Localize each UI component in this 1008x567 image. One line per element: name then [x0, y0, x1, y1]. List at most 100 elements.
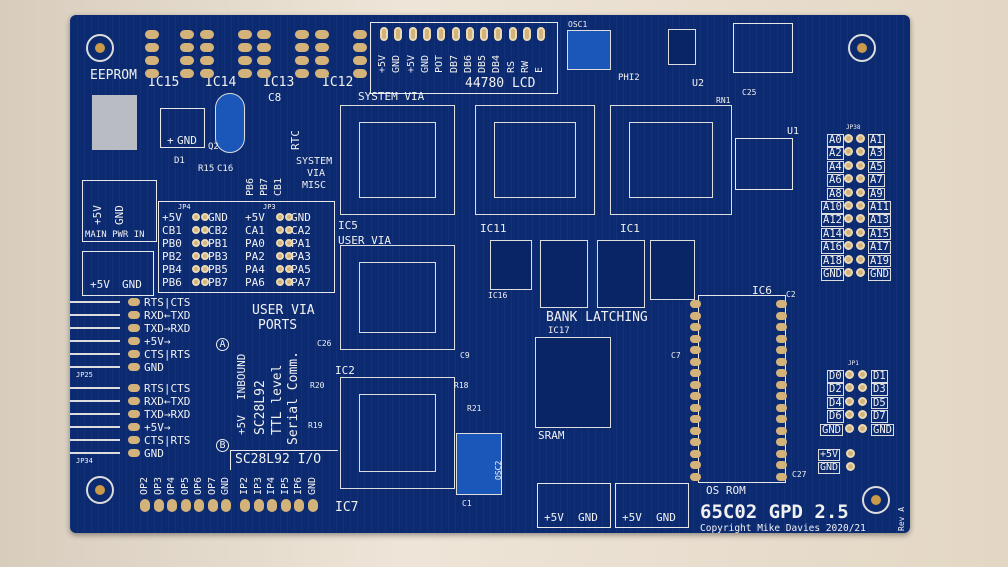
ip-pin-label: IP3 [252, 476, 264, 495]
header-pin [858, 423, 867, 433]
header-pin [856, 134, 865, 143]
pin-trace [70, 327, 120, 329]
lcd-pin-label: DB4 [491, 54, 503, 73]
power-terminal-1 [537, 483, 611, 528]
addr-label-left: A18 [821, 254, 844, 268]
addr-label-left: A4 [827, 160, 844, 174]
data-label-right: D7 [871, 410, 888, 423]
r15-label: R15 [198, 164, 215, 174]
jp4-label: JP4 [178, 203, 191, 211]
header-pin [856, 147, 865, 157]
user-via-ports-2: PORTS [258, 318, 298, 333]
dip-pad [257, 43, 271, 52]
header-pin [192, 252, 200, 260]
rom-pad [690, 472, 701, 481]
main-pwr-5v: +5V [91, 205, 104, 225]
lcd-pin [480, 27, 489, 41]
header-pin [858, 370, 867, 379]
serial-line-label: GND [144, 361, 164, 374]
lcd-pin [537, 27, 546, 41]
sc28l92-io-frame [230, 450, 338, 470]
osc2-label: OSC2 [494, 460, 503, 480]
serial-pin [128, 350, 140, 358]
serial-line-label: +5V→ [144, 421, 171, 434]
inbound-5v-label: +5V [235, 415, 248, 435]
power-terminal-2 [615, 483, 689, 528]
serial-line-label: GND [144, 447, 164, 460]
dip-pad [295, 30, 309, 39]
lcd-pin-label: +5V [405, 54, 417, 73]
eeprom-label: EEPROM [90, 68, 137, 83]
dip-pad [180, 43, 194, 52]
lcd-pin-label: RW [520, 60, 531, 73]
rom-pad [776, 438, 787, 446]
port-label: PB0 [162, 237, 182, 250]
rom-pad [690, 438, 701, 446]
misc-pin-pb7: PB7 [259, 177, 270, 196]
lcd-header-box [370, 22, 558, 94]
dip-pad [145, 56, 159, 65]
header-pin [844, 268, 853, 277]
u2-footprint [733, 23, 793, 73]
dip-pad [295, 69, 309, 78]
board-title: 65C02 GPD 2.5 [700, 501, 849, 523]
mounting-hole [86, 34, 114, 62]
lcd-pin [451, 27, 460, 41]
rom-pad [776, 449, 787, 458]
lcd-title: 44780 LCD [465, 76, 536, 91]
ic2-label: IC2 [335, 364, 355, 377]
rom-pad [690, 369, 701, 377]
io-pin [280, 499, 291, 512]
pin-trace [70, 426, 120, 428]
jp18-box [160, 108, 205, 148]
power-1-gnd: GND [578, 511, 598, 524]
ic11-label: IC11 [480, 222, 507, 235]
rom-pad [776, 426, 787, 435]
rom-pad [776, 472, 787, 481]
mounting-hole [862, 486, 890, 514]
header-pin [192, 226, 200, 234]
ip-pin-label: IP4 [266, 476, 277, 495]
header-pin [285, 252, 293, 260]
serial-line-label: +5V→ [144, 335, 171, 348]
c7-label: C7 [671, 351, 681, 360]
serial-pin [128, 397, 140, 405]
serial-line-label: RXD←TXD [144, 309, 191, 322]
dip-pad [315, 43, 329, 52]
io-pin [294, 499, 304, 512]
header-pin [201, 278, 209, 286]
lcd-pin [465, 27, 474, 41]
dip-pad [145, 43, 159, 52]
addr-label-left: A12 [821, 214, 844, 227]
serial-line-label: CTS|RTS [144, 348, 191, 361]
header-pin [276, 265, 284, 273]
addr-label-left: A2 [827, 147, 844, 160]
rom-pad [776, 392, 787, 400]
header-pin [201, 265, 209, 273]
osc1-label: OSC1 [568, 20, 588, 29]
data-label-left: D2 [827, 383, 844, 396]
header-pin [844, 227, 853, 237]
voltage-regulator [92, 95, 137, 150]
rom-pad [776, 403, 787, 412]
header-pin [276, 226, 284, 234]
rom-pad [690, 323, 701, 331]
r18-label: R18 [454, 381, 469, 390]
phi2-label: PHI2 [618, 73, 640, 83]
user-via-label: USER VIA [338, 234, 391, 247]
header-pin [858, 383, 867, 393]
jp38-label: JP38 [846, 124, 861, 131]
lcd-pin [437, 27, 446, 41]
addr-label-right: A7 [868, 174, 885, 187]
bank-latching-label: BANK LATCHING [546, 310, 648, 325]
rom-pad [690, 334, 701, 343]
os-rom-socket [698, 295, 786, 483]
header-pin [858, 410, 867, 420]
dip-pad [200, 43, 214, 52]
dip-pad [315, 56, 329, 65]
jp34-label: JP34 [76, 457, 93, 465]
ip-pin-label: IP6 [293, 476, 304, 495]
lcd-pin [508, 27, 517, 41]
rom-pad [690, 449, 701, 458]
io-pin [194, 499, 204, 512]
